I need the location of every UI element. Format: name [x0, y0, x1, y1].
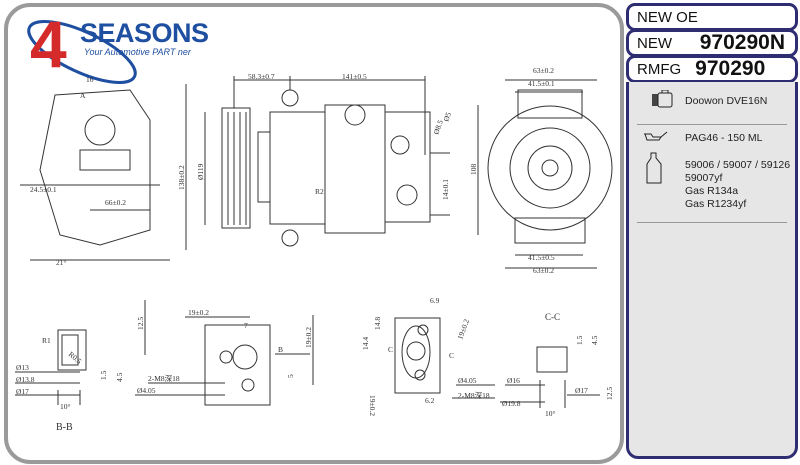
- dim-label: 63±0.2: [533, 66, 554, 75]
- dim-label: 19±0.2: [455, 318, 471, 341]
- dim-label: Ø16: [507, 376, 520, 385]
- dim-label: Ø4.05: [458, 376, 477, 385]
- rmfg-part-box: RMFG 970290: [626, 55, 798, 83]
- section-cc-view: [500, 346, 600, 408]
- logo-brand: SEASONS: [80, 18, 209, 48]
- port-c-view: [394, 317, 495, 399]
- divider: [637, 222, 787, 223]
- dim-label: 58.3±0.7: [248, 72, 275, 81]
- new-label: NEW: [637, 34, 672, 52]
- dim-label: R0.5: [67, 350, 84, 366]
- dim-label: 14±0.1: [441, 179, 450, 200]
- dim-label: 10°: [60, 402, 71, 411]
- compressor-model: Doowon DVE16N: [685, 95, 768, 107]
- logo-four: 4: [30, 7, 67, 81]
- dim-label: 12.5: [605, 387, 614, 400]
- dim-label: 138±0.2: [177, 165, 186, 190]
- main-view: [185, 76, 450, 250]
- oil-ref: 59006 / 59007 / 59126: [685, 159, 791, 171]
- dim-label: 16: [86, 75, 94, 84]
- dim-label: R2: [315, 187, 324, 196]
- logo-tagline: Your Automotive PART ner: [84, 47, 191, 57]
- dim-label: Ø4.05: [137, 386, 156, 395]
- section-cc-title: C-C: [545, 312, 560, 322]
- dim-label: 4.5: [115, 372, 124, 382]
- dim-label: Ø13.8: [16, 375, 35, 384]
- dim-label: 10°: [545, 409, 556, 418]
- dim-label: Ø5: [441, 111, 453, 123]
- oil-can-icon: [644, 131, 668, 141]
- dim-label: 14.8: [373, 317, 382, 330]
- four-seasons-logo: 4 SEASONS Your Automotive PART ner: [22, 7, 212, 84]
- technical-drawing: 16 A 24.5±0.1 66±0.2 21° 58.3±0.7 141±0.…: [15, 66, 614, 433]
- dim-label: 14.4: [361, 337, 370, 350]
- new-oe-box: NEW OE: [626, 3, 798, 31]
- oil-bottle-icon: [646, 152, 662, 184]
- dim-label: Ø17: [16, 387, 29, 396]
- dim-label: A: [80, 91, 86, 100]
- dim-label: 141±0.5: [342, 72, 367, 81]
- gas-type: Gas R134a: [685, 185, 739, 197]
- compressor-icon: [652, 90, 673, 108]
- dim-label: 6.9: [430, 296, 440, 305]
- rmfg-label: RMFG: [637, 60, 682, 78]
- dim-label: C: [388, 345, 393, 354]
- dim-label: Ø19.8: [502, 399, 521, 408]
- dim-label: 2-M8深18: [148, 374, 180, 383]
- side-view: [20, 89, 170, 261]
- oil-spec: PAG46 - 150 ML: [685, 132, 763, 144]
- dim-label: 1.5: [99, 370, 108, 380]
- dim-label: 41.5±0.5: [528, 253, 555, 262]
- dim-label: Ø13: [16, 363, 29, 372]
- section-bb-view: [15, 300, 146, 405]
- section-bb-title: B-B: [56, 422, 73, 433]
- dim-label: 66±0.2: [105, 198, 126, 207]
- port-b-view: [135, 315, 314, 406]
- front-view: [477, 79, 613, 269]
- logo-swoosh-icon: [27, 20, 137, 84]
- dim-label: C: [449, 351, 454, 360]
- dim-label: 1.5: [575, 335, 584, 345]
- dim-label: Ø17: [575, 386, 588, 395]
- new-part-box: NEW 970290N: [626, 29, 798, 57]
- dim-label: 108: [469, 164, 478, 176]
- specs-panel: Doowon DVE16N PAG46 - 150 ML 59006 / 590…: [626, 82, 798, 459]
- dim-label: Ø119: [196, 163, 205, 180]
- new-part-number: 970290N: [699, 31, 785, 54]
- dim-label: 24.5±0.1: [30, 185, 57, 194]
- divider: [637, 124, 787, 125]
- dim-label: 19±0.2: [368, 395, 377, 416]
- dim-label: 7: [244, 321, 248, 330]
- dim-label: B: [278, 345, 283, 354]
- rmfg-part-number: 970290: [695, 57, 766, 80]
- dim-label: 63±0.2: [533, 266, 554, 275]
- dim-label: 19±0.2: [188, 308, 209, 317]
- dim-label: 5: [286, 374, 295, 378]
- dim-label: 12.5: [136, 317, 145, 330]
- dim-label: 19±0.2: [304, 327, 313, 348]
- dim-label: 6.2: [425, 396, 435, 405]
- new-oe-label: NEW OE: [637, 8, 698, 26]
- dim-label: R1: [42, 336, 51, 345]
- dim-label: 21°: [56, 258, 67, 267]
- gas-type: Gas R1234yf: [685, 198, 747, 210]
- dim-label: 4.5: [590, 335, 599, 345]
- oil-ref: 59007yf: [685, 172, 723, 184]
- dim-label: 2-M8深18: [458, 391, 490, 400]
- dim-label: 41.5±0.1: [528, 79, 555, 88]
